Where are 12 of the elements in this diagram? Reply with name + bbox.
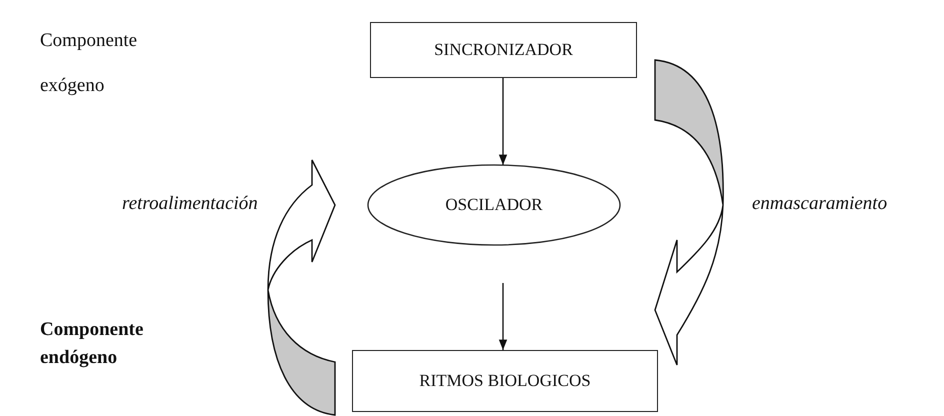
node-label: RITMOS BIOLOGICOS: [419, 371, 591, 391]
node-label: OSCILADOR: [445, 195, 543, 215]
curved-band-arrow: [267, 159, 336, 416]
curved-band-arrow: [654, 59, 724, 366]
node-label: SINCRONIZADOR: [434, 40, 573, 60]
arrow: [498, 78, 508, 165]
exogenous-component-label: Componente exógeno: [40, 29, 138, 98]
oscillator-ellipse: [367, 164, 621, 246]
process-box: [352, 350, 658, 412]
endogenous-component-label: Componente endógeno: [40, 318, 144, 370]
process-box: [370, 22, 637, 78]
arrow: [498, 283, 508, 350]
